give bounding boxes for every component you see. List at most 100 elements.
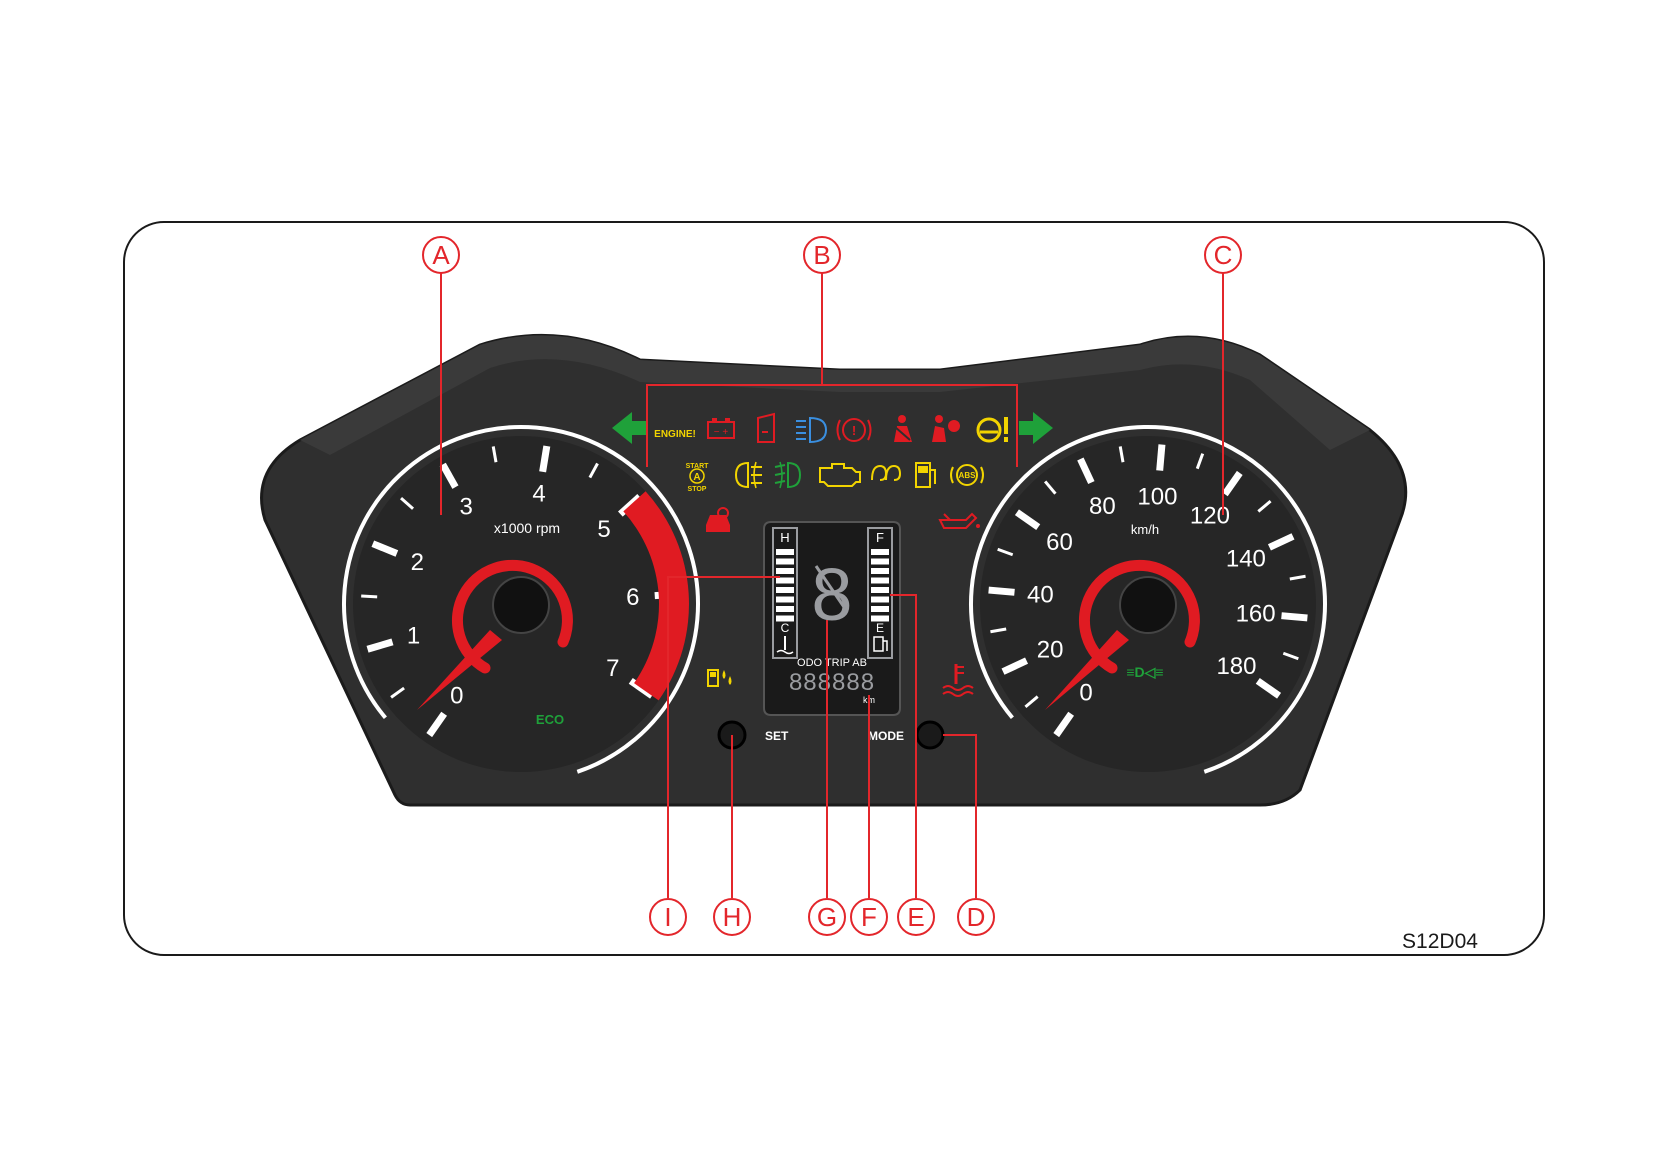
major-tick xyxy=(1221,470,1243,497)
speedometer-tick-label: 0 xyxy=(1079,679,1092,706)
svg-text:I: I xyxy=(664,902,671,932)
start-stop-icon: START A STOP xyxy=(686,463,710,493)
minor-tick xyxy=(361,594,378,599)
tachometer-tick-label: 4 xyxy=(532,480,545,507)
gear-digit: 8 xyxy=(811,553,852,636)
bar-segment xyxy=(871,606,889,612)
minor-tick xyxy=(1195,453,1205,470)
major-tick xyxy=(1001,657,1029,675)
callout-g: G xyxy=(808,898,846,936)
bar-segment xyxy=(776,558,794,565)
speedometer-tick-label: 20 xyxy=(1037,637,1064,664)
major-tick xyxy=(1156,444,1166,471)
callout-h: H xyxy=(713,898,751,936)
airbag-icon xyxy=(932,415,960,442)
svg-text:STOP: STOP xyxy=(688,486,707,493)
bar-segment xyxy=(871,568,889,574)
bar-segment xyxy=(776,615,794,622)
major-tick xyxy=(439,462,459,489)
callout-leader-lines xyxy=(440,273,1224,898)
major-tick xyxy=(1281,612,1308,622)
temp-high-label: H xyxy=(780,530,789,545)
speedometer-ticks xyxy=(988,444,1308,738)
bar-segment xyxy=(776,606,794,612)
svg-text:F: F xyxy=(861,902,877,932)
svg-text:!: ! xyxy=(852,423,856,438)
door-open-icon xyxy=(757,412,775,443)
engine-warning-icon: ENGINE! xyxy=(654,429,696,440)
speedometer-needle xyxy=(1045,630,1129,710)
speedometer-tick-label: 180 xyxy=(1216,653,1256,680)
speedometer-hub xyxy=(1119,576,1177,634)
tachometer-tick-label: 2 xyxy=(411,549,424,576)
fuel-gauge-icon xyxy=(873,636,888,652)
callout-a: A xyxy=(422,236,460,274)
lcd-display: H C F E 8 ODO TRIP AB 888888 km xyxy=(763,521,901,716)
bar-segment xyxy=(871,558,889,565)
callout-b: B xyxy=(803,236,841,274)
battery-icon: − + xyxy=(707,418,735,439)
right-turn-signal-icon xyxy=(1019,412,1053,444)
major-tick xyxy=(1267,533,1295,551)
tachometer-tick-label: 6 xyxy=(626,584,639,611)
fuel-empty-label: E xyxy=(876,621,884,635)
tachometer-hub-glow xyxy=(451,559,573,674)
tachometer-tick-label: 5 xyxy=(597,516,610,543)
immobilizer-icon xyxy=(706,507,730,532)
minor-tick xyxy=(1024,695,1039,708)
minor-tick xyxy=(1282,651,1299,661)
speedometer-hub-glow xyxy=(1078,559,1200,674)
minor-tick xyxy=(491,446,498,463)
warning-lights-row-1: ENGINE! − + ! xyxy=(612,412,1053,444)
temp-low-label: C xyxy=(781,621,790,635)
callout-e: E xyxy=(897,898,935,936)
speedometer-tick-label: 80 xyxy=(1089,493,1116,520)
bar-segment xyxy=(776,577,794,584)
dipped-beam-icon: ≡D◁≡ xyxy=(1126,664,1163,680)
tachometer-tick-label: 3 xyxy=(460,493,473,520)
power-steering-icon xyxy=(976,417,1008,443)
tachometer-needle xyxy=(417,630,502,710)
major-tick xyxy=(1077,457,1095,485)
mode-button-label: MODE xyxy=(868,729,904,743)
speedometer-tick-label: 160 xyxy=(1236,600,1276,627)
svg-text:H: H xyxy=(723,902,742,932)
speedometer-tick-label: 100 xyxy=(1137,483,1177,510)
svg-text:B: B xyxy=(813,240,830,270)
svg-text:E: E xyxy=(907,902,924,932)
svg-text:ABS: ABS xyxy=(959,471,977,480)
minor-tick xyxy=(1118,446,1125,463)
glow-plug-icon xyxy=(871,464,902,481)
minor-tick xyxy=(1044,480,1057,495)
major-tick xyxy=(1014,509,1041,531)
temp-gauge-icon xyxy=(776,636,794,655)
seatbelt-icon xyxy=(894,415,912,442)
set-button-label: SET xyxy=(765,729,789,743)
svg-text:− +: − + xyxy=(714,427,729,438)
major-tick xyxy=(371,540,399,557)
fuel-bar-graph xyxy=(871,549,889,622)
brake-warning-icon: ! xyxy=(836,418,872,442)
minor-tick xyxy=(1257,500,1272,513)
figure-code: S12D04 xyxy=(1402,930,1478,953)
tachometer-tick-label: 0 xyxy=(450,683,463,710)
callout-i: I xyxy=(649,898,687,936)
rear-fog-light-icon xyxy=(734,461,762,489)
speedometer-tick-label: 60 xyxy=(1046,529,1073,556)
trip-mode-labels: ODO TRIP AB xyxy=(797,657,867,669)
major-tick xyxy=(366,638,394,653)
tachometer-tick-label: 7 xyxy=(606,655,619,682)
check-engine-icon xyxy=(819,463,861,487)
oil-pressure-icon xyxy=(938,512,980,529)
bar-segment xyxy=(871,587,889,593)
major-tick xyxy=(426,711,448,738)
warning-lights-row-2: START A STOP xyxy=(686,461,984,493)
minor-tick xyxy=(990,627,1007,634)
tachometer-outer-ring xyxy=(342,425,700,783)
fuel-full-label: F xyxy=(876,530,884,545)
callout-f: F xyxy=(850,898,888,936)
